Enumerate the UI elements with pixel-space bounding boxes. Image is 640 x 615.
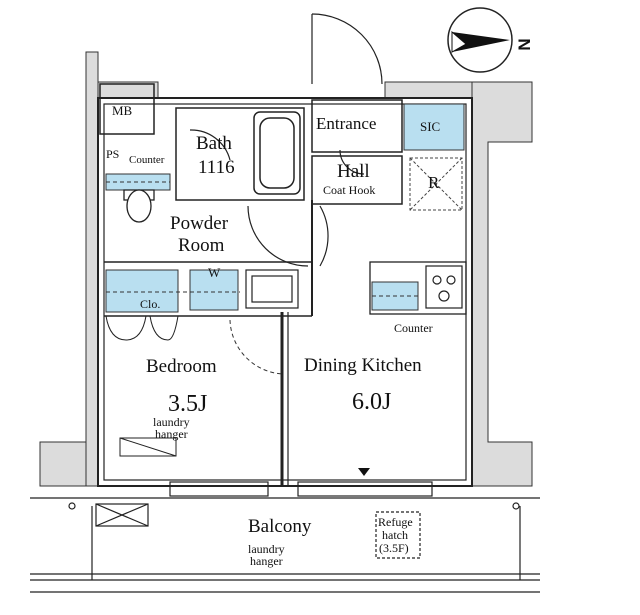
dining-kitchen-label: Dining Kitchen: [304, 355, 422, 376]
sic-closet: [403, 103, 465, 151]
coat-hook-label: Coat Hook: [323, 183, 376, 197]
compass: [447, 7, 513, 73]
powder-room-label-2: Room: [178, 235, 225, 256]
closet-doors: [105, 315, 179, 341]
powder-room-label-1: Powder: [170, 213, 229, 234]
bedroom-laundry-label-2: hanger: [155, 427, 188, 441]
refuge-label-3: (3.5F): [379, 541, 409, 555]
balcony-laundry-label-1: laundry: [248, 542, 285, 556]
entrance-label: Entrance: [316, 114, 377, 133]
compass-north-label: N: [514, 38, 534, 51]
refuge-label-2: hatch: [382, 528, 408, 542]
door-swings: [189, 13, 383, 267]
interior-walls: [97, 83, 473, 487]
fixtures: [105, 103, 465, 313]
bedroom-door-swing: [229, 319, 283, 375]
fridge-space: [409, 157, 463, 211]
mb-label: MB: [112, 103, 133, 118]
w-label: W: [208, 265, 221, 280]
bath-label: Bath: [196, 133, 232, 154]
balcony-structure: [30, 481, 540, 593]
bath-size-label: 1116: [198, 157, 235, 178]
dashed-lines: [106, 181, 420, 297]
bedroom-laundry-label-1: laundry: [153, 415, 190, 429]
stove: [425, 265, 463, 309]
bedroom-label: Bedroom: [146, 356, 217, 377]
counter-bath-label: Counter: [129, 154, 165, 166]
refuge-label-1: Refuge: [378, 515, 413, 529]
bathtub: [253, 111, 301, 195]
bedroom-hanger-box: [119, 437, 177, 457]
r-label: R: [428, 173, 440, 192]
closet-shelf: [105, 269, 179, 313]
bedroom-area-label: 3.5J: [168, 391, 208, 417]
structural-walls: [39, 51, 533, 487]
balcony-laundry-label-2: hanger: [250, 554, 283, 568]
counter-kitchen-label: Counter: [394, 321, 433, 335]
washbasin: [245, 269, 299, 309]
balcony-label: Balcony: [248, 516, 312, 537]
sic-label: SIC: [420, 119, 441, 134]
toilet: [123, 189, 155, 223]
hall-label: Hall: [337, 161, 370, 182]
clo-label: Clo.: [140, 297, 161, 311]
ps-label: PS: [106, 147, 120, 161]
entry-arrow-marker: [358, 468, 370, 476]
washer: [189, 269, 239, 311]
dk-area-label: 6.0J: [352, 389, 392, 415]
